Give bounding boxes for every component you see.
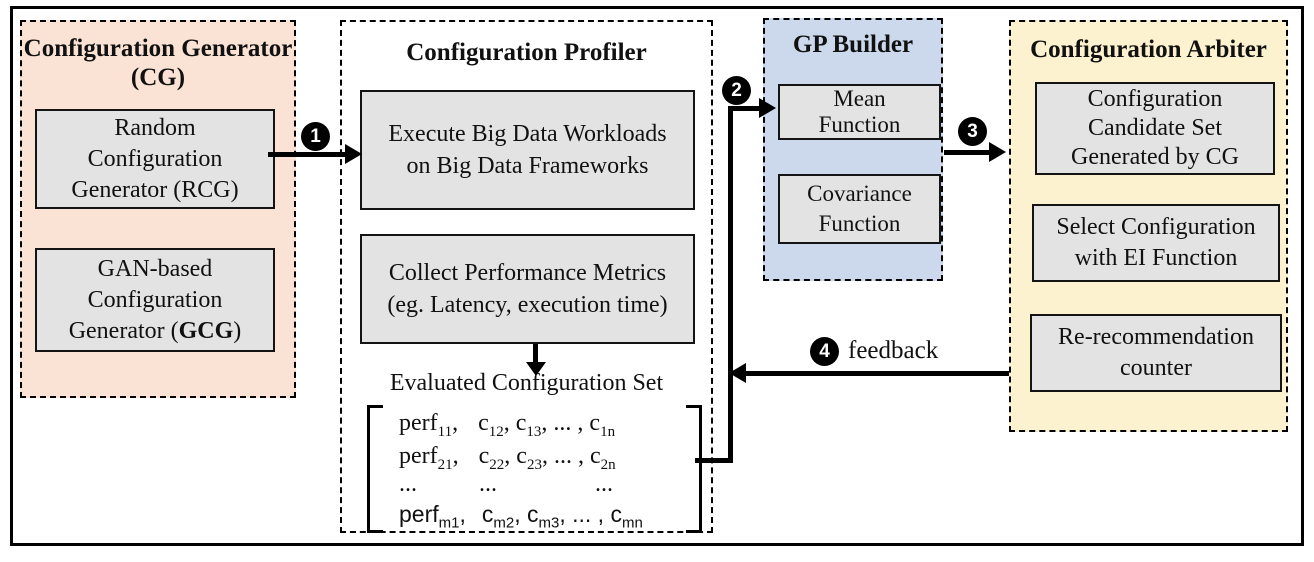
node-select-configuration: Select Configuration with EI Function (1032, 204, 1280, 282)
mean-line2: Function (818, 112, 901, 137)
arrow-3-line (944, 150, 990, 155)
arrow-3-head-icon (989, 142, 1006, 162)
cg-title-line2: (CG) (130, 64, 186, 91)
node-re-recommendation-counter: Re-recommendation counter (1030, 314, 1282, 392)
select-line1: Select Configuration (1056, 214, 1256, 240)
execute-line2: on Big Data Frameworks (406, 153, 649, 179)
matrix-left-bracket (367, 405, 383, 533)
candidate-line1: Configuration (1087, 86, 1223, 112)
arrow-2-line-top (728, 106, 760, 111)
gcg-line3: Generator (GCG) (68, 317, 242, 344)
collect-to-evaluated-arrowhead-icon (526, 362, 546, 376)
panel-gp-builder: GP Builder Mean Function Covariance Func… (763, 18, 943, 281)
matrix-row: perfm1,cm2, cm3, ... , cmn (399, 501, 643, 532)
mean-line1: Mean (833, 86, 886, 111)
arbiter-panel-title: Configuration Arbiter (1030, 36, 1267, 63)
step-3-badge: 3 (958, 117, 987, 146)
counter-line1: Re-recommendation (1058, 324, 1254, 350)
feedback-label: feedback (848, 337, 939, 364)
candidate-line3: Generated by CG (1071, 144, 1239, 170)
matrix-row: perf21,c22, c23, ... , c2n (399, 443, 616, 473)
collect-to-evaluated-arrow-line (533, 344, 538, 364)
panel-configuration-generator: Configuration Generator (CG) Random Conf… (20, 20, 296, 398)
arrow-4-head-icon (729, 363, 746, 383)
gcg-line1: GAN-based (97, 255, 213, 282)
profiler-panel-title: Configuration Profiler (406, 39, 647, 66)
node-covariance-function: Covariance Function (778, 174, 941, 244)
step-2-badge: 2 (722, 76, 751, 105)
evaluated-configuration-set-label: Evaluated Configuration Set (389, 370, 664, 396)
candidate-line2: Candidate Set (1088, 115, 1222, 141)
node-collect-metrics: Collect Performance Metrics (eg. Latency… (360, 234, 695, 344)
arrow-1-head-icon (345, 144, 362, 164)
rcg-line3: Generator (RCG) (71, 176, 239, 203)
gcg-line2: Configuration (87, 286, 223, 313)
arrow-2-line-bottom (695, 458, 733, 463)
arrow-2-line-vertical (728, 106, 733, 463)
node-execute-workloads: Execute Big Data Workloads on Big Data F… (360, 90, 695, 210)
collect-line1: Collect Performance Metrics (388, 260, 667, 286)
matrix-row: ......... (399, 471, 613, 497)
cg-title-line1: Configuration Generator (23, 35, 293, 62)
rcg-line1: Random (114, 114, 196, 141)
panel-configuration-profiler: Configuration Profiler Execute Big Data … (340, 20, 713, 533)
diagram-frame (10, 6, 1304, 546)
step-4-badge: 4 (810, 337, 839, 366)
gp-panel-title: GP Builder (792, 31, 914, 58)
matrix-right-bracket (686, 405, 702, 533)
select-line2: with EI Function (1074, 245, 1238, 271)
node-random-configuration-generator: Random Configuration Generator (RCG) (35, 109, 275, 209)
node-mean-function: Mean Function (778, 84, 941, 140)
collect-line2: (eg. Latency, execution time) (387, 292, 668, 318)
arrow-1-line (268, 152, 348, 157)
node-configuration-candidate-set: Configuration Candidate Set Generated by… (1035, 82, 1275, 175)
panel-configuration-arbiter: Configuration Arbiter Configuration Cand… (1009, 20, 1288, 432)
matrix-row: perf11,c12, c13, ... , c1n (399, 410, 616, 440)
step-1-badge: 1 (301, 122, 330, 151)
rcg-line2: Configuration (87, 145, 223, 172)
cg-panel-title: Configuration Generator (CG) (22, 22, 294, 92)
counter-line2: counter (1120, 355, 1192, 381)
node-gan-based-configuration-generator: GAN-based Configuration Generator (GCG) (35, 248, 275, 352)
cov-line2: Function (818, 211, 901, 236)
execute-line1: Execute Big Data Workloads (388, 121, 667, 147)
arrow-2-head-icon (759, 98, 776, 118)
arrow-4-line (744, 371, 1009, 376)
cov-line1: Covariance (807, 181, 912, 206)
